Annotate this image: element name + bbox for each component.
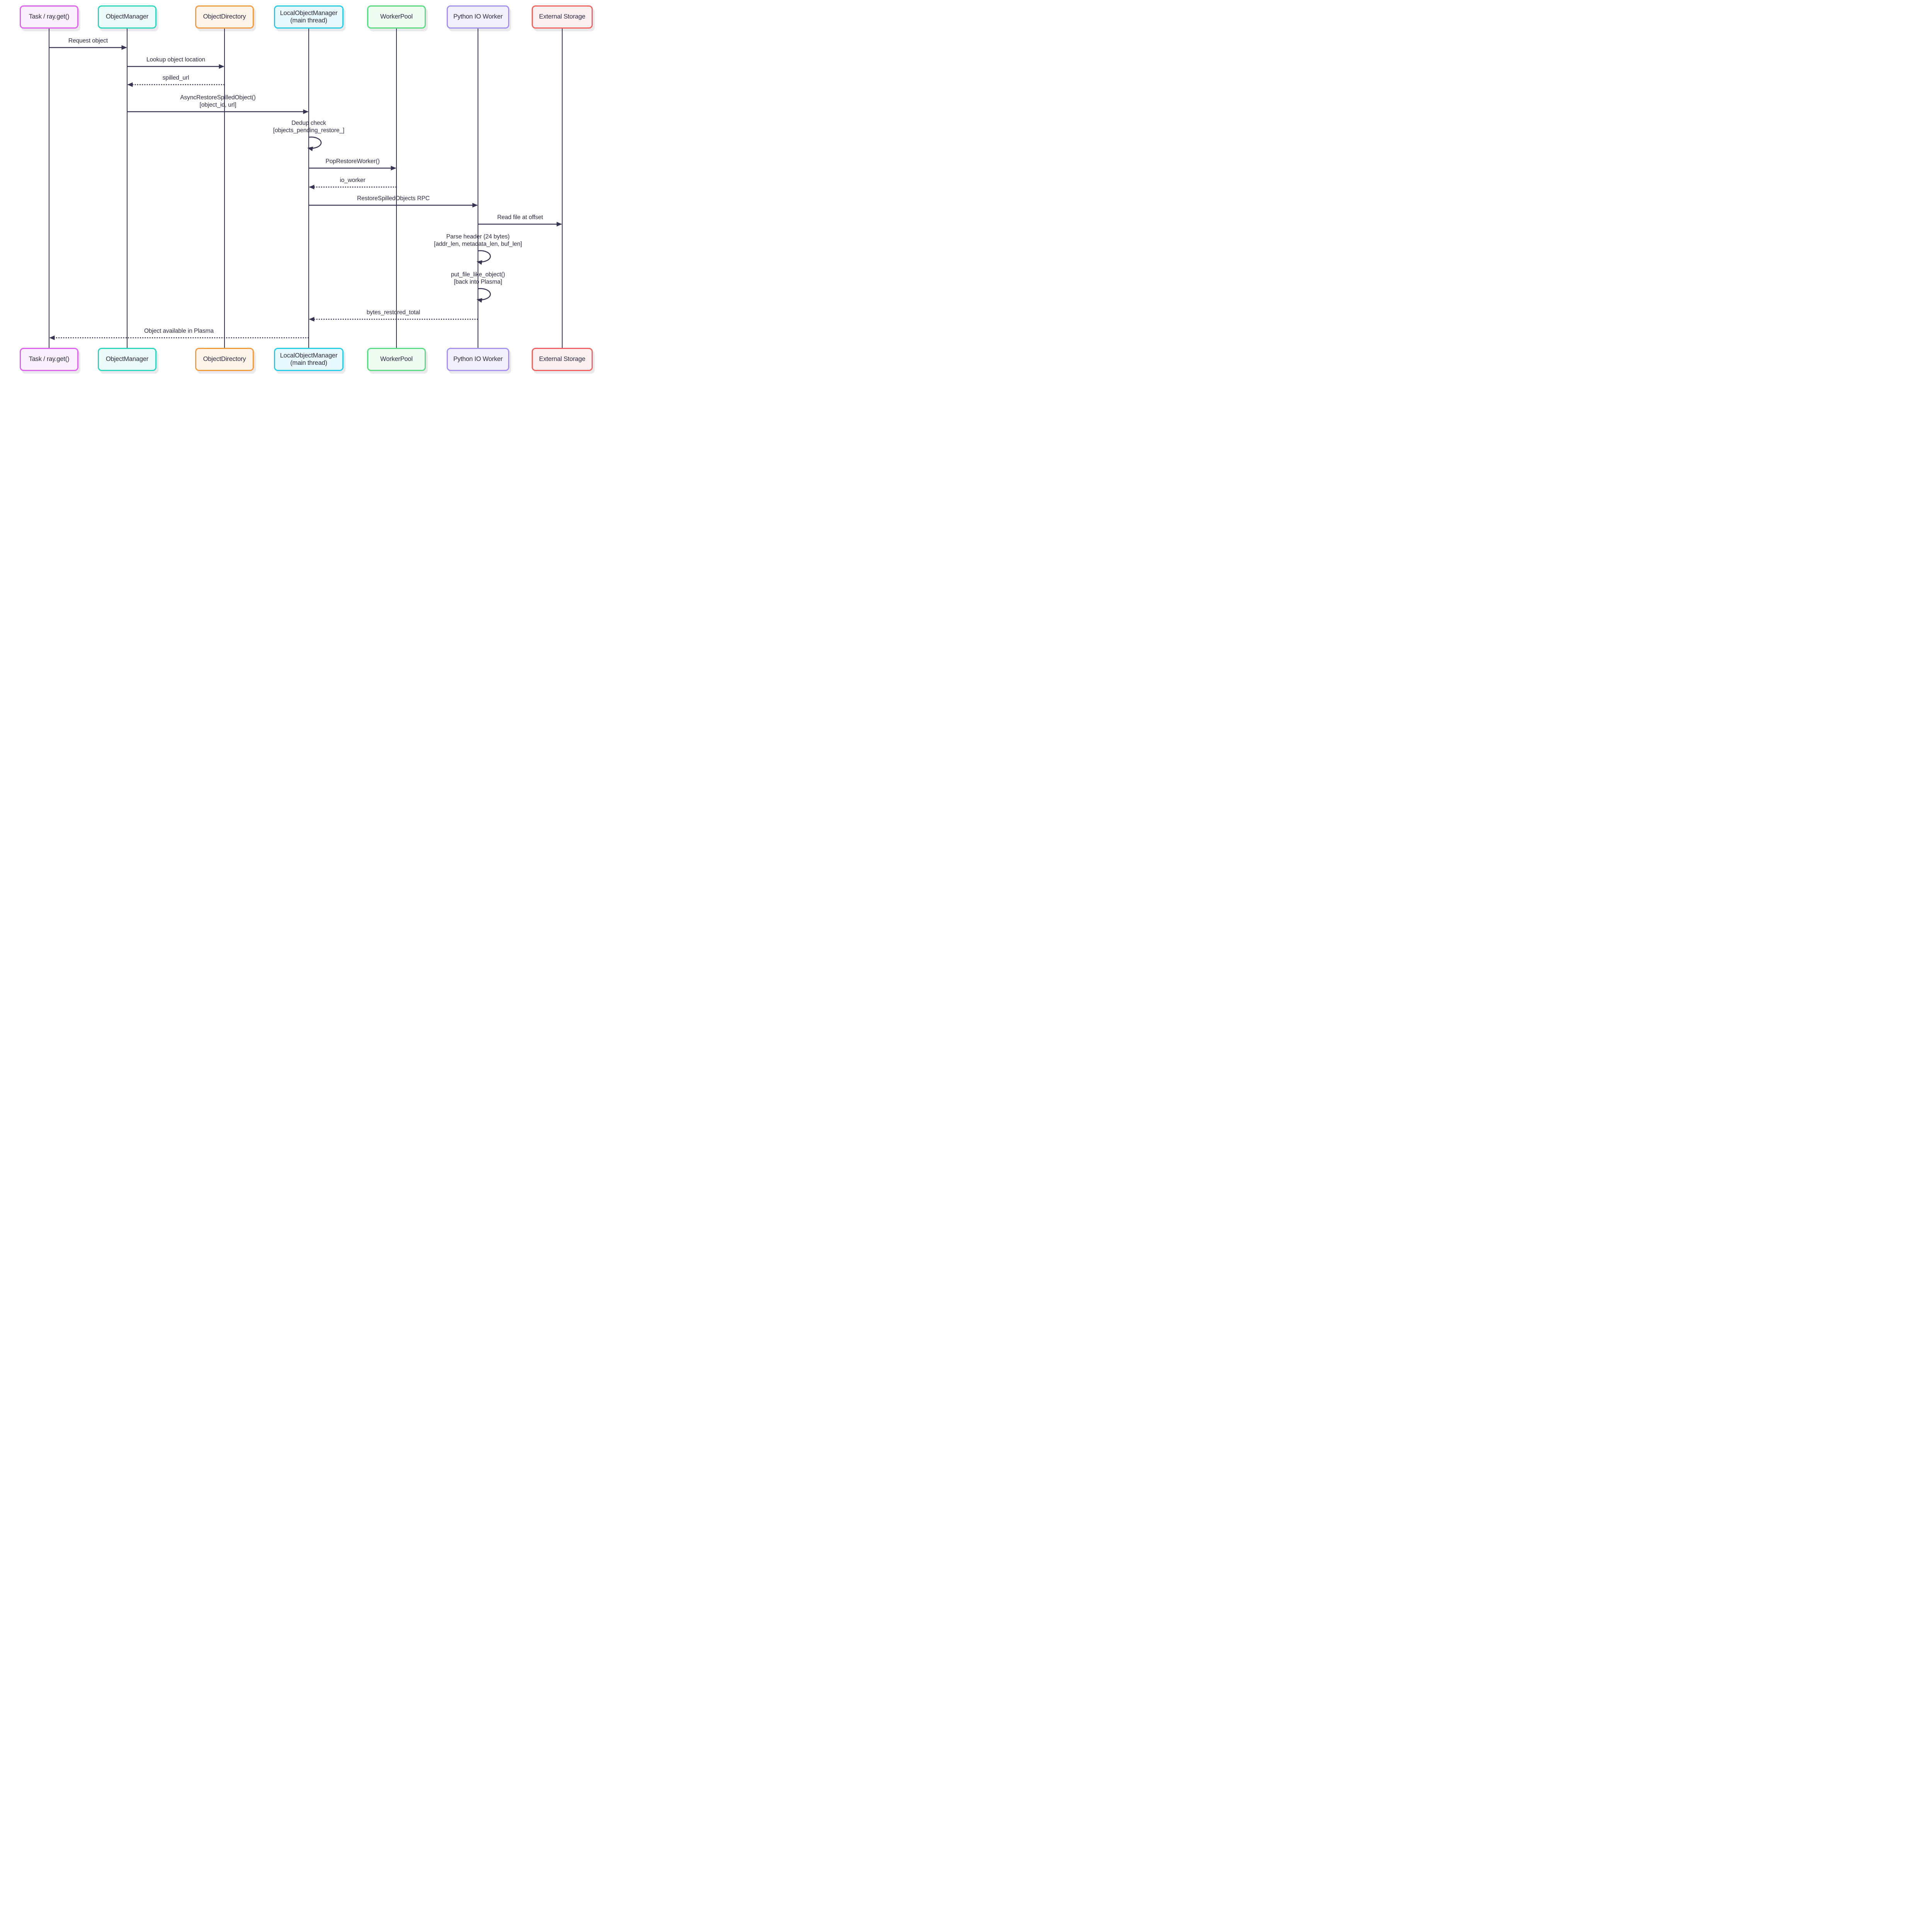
participant-label-lom: LocalObjectManager (main thread) [280, 9, 338, 24]
participant-label-om: ObjectManager [105, 13, 149, 20]
participant-od-bottom: ObjectDirectory [195, 348, 254, 371]
participant-om-top: ObjectManager [98, 5, 156, 29]
participant-wp-top: WorkerPool [367, 5, 426, 29]
participant-task-top: Task / ray.get() [20, 5, 78, 29]
participant-wp-bottom: WorkerPool [367, 348, 426, 371]
participant-label-lom: LocalObjectManager (main thread) [280, 352, 338, 366]
self-loop-11 [476, 288, 491, 303]
participant-lom-bottom: LocalObjectManager (main thread) [274, 348, 344, 371]
participant-label-es: External Storage [539, 356, 585, 363]
participant-om-bottom: ObjectManager [98, 348, 156, 371]
diagram-wires [49, 28, 563, 349]
participant-label-od: ObjectDirectory [203, 356, 246, 363]
participant-es-top: External Storage [532, 5, 593, 29]
participant-label-wp: WorkerPool [380, 356, 413, 363]
participant-label-wp: WorkerPool [380, 13, 413, 20]
participant-label-om: ObjectManager [105, 356, 149, 363]
participant-label-piw: Python IO Worker [453, 356, 503, 363]
participant-label-od: ObjectDirectory [203, 13, 246, 20]
participant-piw-top: Python IO Worker [447, 5, 509, 29]
self-loop-5 [307, 136, 322, 151]
participant-label-piw: Python IO Worker [453, 13, 503, 20]
self-loop-10 [476, 250, 491, 265]
participant-od-top: ObjectDirectory [195, 5, 254, 29]
participant-task-bottom: Task / ray.get() [20, 348, 78, 371]
participant-label-task: Task / ray.get() [29, 13, 70, 20]
participant-es-bottom: External Storage [532, 348, 593, 371]
participant-label-es: External Storage [539, 13, 585, 20]
participant-lom-top: LocalObjectManager (main thread) [274, 5, 344, 29]
participant-piw-bottom: Python IO Worker [447, 348, 509, 371]
participant-label-task: Task / ray.get() [29, 356, 70, 363]
